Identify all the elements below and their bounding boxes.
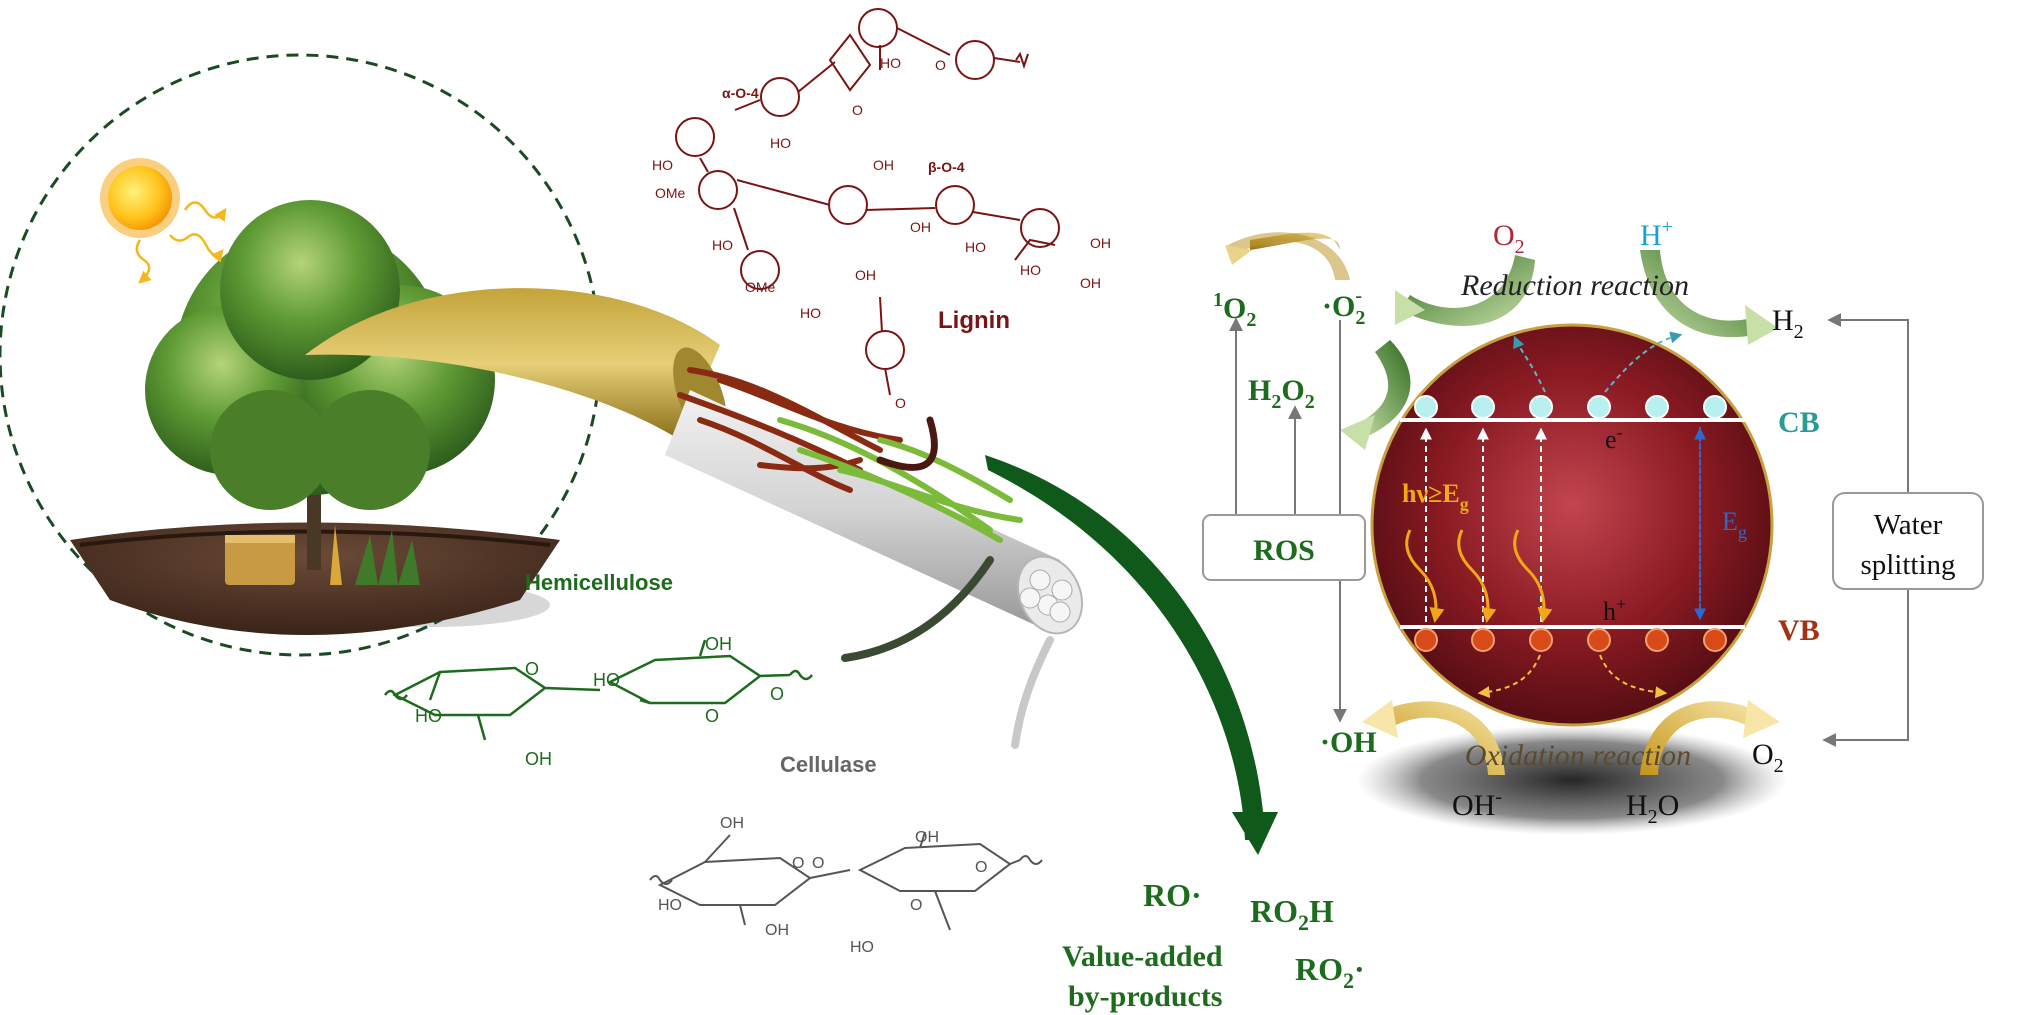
water-label: H2O	[1626, 789, 1679, 828]
hemicellulose-tail	[841, 556, 994, 662]
h2-label: H2	[1772, 304, 1804, 343]
particle-shadow	[1357, 725, 1787, 835]
lignin-oh-label: HO	[770, 135, 791, 151]
cb-label: CB	[1778, 406, 1820, 439]
cellulose-tail	[1011, 636, 1054, 749]
cell-o-label-3: O	[910, 897, 922, 914]
photon-energy-label: hν≥Eg	[1402, 479, 1469, 514]
hemi-oh-label: OH	[525, 749, 552, 769]
lignin-oh-label-2: OH	[855, 267, 876, 283]
lignin-o-label-3: O	[895, 395, 906, 411]
ro2-radical-label: RO2·	[1295, 951, 1365, 993]
cell-ho-label: HO	[658, 897, 682, 914]
hemicellulose-title: Hemicellulose	[525, 570, 673, 595]
cb-electrons	[1414, 395, 1727, 419]
light-absorption-arrows	[1405, 529, 1553, 623]
hydroxide-label: OH-	[1452, 786, 1502, 822]
reduction-reaction-label: Reduction reaction	[1460, 269, 1689, 302]
vb-label: VB	[1778, 614, 1820, 647]
cell-oh-label: OH	[720, 815, 744, 832]
lignin-ho-label-3: HO	[800, 305, 821, 321]
lignin-ho-label: HO	[652, 157, 673, 173]
tree-illustration	[0, 53, 602, 657]
singlet-oxygen-label: 1O2	[1213, 289, 1256, 331]
hydroxyl-radical-label: ·OH	[1320, 726, 1377, 759]
ro2h-label: RO2H	[1250, 893, 1334, 935]
hemi-ho-label: HO	[415, 706, 442, 726]
grass-icon	[355, 530, 420, 585]
cell-oh-label-2: OH	[765, 922, 789, 939]
lignin-title: Lignin	[938, 307, 1010, 334]
water-splitting-line2: splitting	[1860, 549, 1955, 581]
hemi-ho-label-2: HO	[593, 670, 620, 690]
conversion-arrow-head	[1232, 812, 1278, 855]
o2-bottom-label: O2	[1752, 738, 1784, 777]
o2-top-label: O2	[1493, 219, 1525, 258]
hole-transfer-arrows	[1477, 654, 1668, 699]
oxidation-reaction-label: Oxidation reaction	[1465, 739, 1691, 772]
lignin-tail	[876, 416, 938, 471]
cellulose-structure	[649, 831, 1043, 931]
lignocellulose-fiber	[305, 288, 1084, 749]
h-plus-label: H+	[1640, 216, 1673, 252]
lignin-o-label: O	[852, 102, 863, 118]
water-splitting-line1: Water	[1874, 509, 1943, 541]
byproducts-title-line2: by-products	[1068, 980, 1222, 1013]
hemi-o-label-2: O	[705, 706, 719, 726]
reduction-arrows	[1225, 232, 1778, 450]
electron-transfer-arrows	[1513, 331, 1683, 393]
hemi-o-label: O	[525, 659, 539, 679]
cell-o-label-4: O	[975, 859, 987, 876]
byproducts: RO· RO2H RO2· Value-added by-products	[1062, 877, 1365, 1013]
oxidation-arrows	[1362, 700, 1780, 775]
ros-box	[1202, 514, 1366, 581]
hemicellulose-structure	[384, 639, 813, 741]
lignin-labels: HO OMe HO HO OMe OH HO OH OH HO HO OH HO…	[652, 55, 1111, 411]
ro-radical-label: RO·	[1143, 877, 1202, 913]
water-splitting-box	[1832, 492, 1984, 590]
hay-bale-icon	[225, 535, 295, 585]
lignin-oh-label-4: OH	[910, 219, 931, 235]
hole-label: h+	[1603, 594, 1626, 626]
sun-ray-arrows	[135, 201, 227, 284]
lignin-ho-label-2: HO	[712, 237, 733, 253]
lignin-strands	[677, 367, 903, 493]
byproducts-title-line1: Value-added	[1062, 940, 1223, 973]
lignin-o-label-2: O	[935, 57, 946, 73]
hemicellulose-labels: HO OH O HO OH O O	[415, 634, 784, 769]
ros-label: ROS	[1253, 534, 1315, 567]
lignin-ho-label-4: HO	[880, 55, 901, 71]
cellulose-labels: OH HO OH O O OH O HO O	[658, 815, 987, 956]
photocatalysis-labels: Reduction reaction Oxidation reaction CB…	[1213, 216, 1820, 828]
cell-oh-label-3: OH	[915, 829, 939, 846]
photocatalyst	[1357, 323, 1787, 835]
wheat-icon	[330, 525, 342, 585]
alpha-o-4-label: α-O-4	[722, 85, 759, 101]
lignin-oh-label-5: OH	[1090, 235, 1111, 251]
band-gap-label: Eg	[1722, 507, 1747, 542]
cell-o-label: O	[792, 855, 804, 872]
lignin-oh-label-3: OH	[873, 157, 894, 173]
sun-icon	[100, 158, 180, 238]
lignin-oh-label-6: OH	[1080, 275, 1101, 291]
electron-label: e-	[1605, 422, 1623, 454]
hemi-o-label-3: O	[770, 684, 784, 704]
h2o2-label: H2O2	[1248, 374, 1315, 413]
vb-holes	[1414, 628, 1727, 652]
beta-o-4-label: β-O-4	[928, 159, 965, 175]
lignin-structure	[675, 8, 1060, 396]
lignin-ome-label: OMe	[655, 185, 686, 201]
lignin-ome-label-2: OMe	[745, 279, 776, 295]
superoxide-label: ·O2-	[1322, 285, 1365, 329]
lignin-ho-label-5: HO	[965, 239, 986, 255]
cellulase-title: Cellulase	[780, 752, 877, 777]
hemi-oh-label-2: OH	[705, 634, 732, 654]
cell-ho-label-2: HO	[850, 939, 874, 956]
photocatalyst-particle	[1370, 323, 1774, 727]
lignin-ho-label-6: HO	[1020, 262, 1041, 278]
conversion-arrow	[985, 455, 1265, 840]
cell-o-label-2: O	[812, 855, 824, 872]
